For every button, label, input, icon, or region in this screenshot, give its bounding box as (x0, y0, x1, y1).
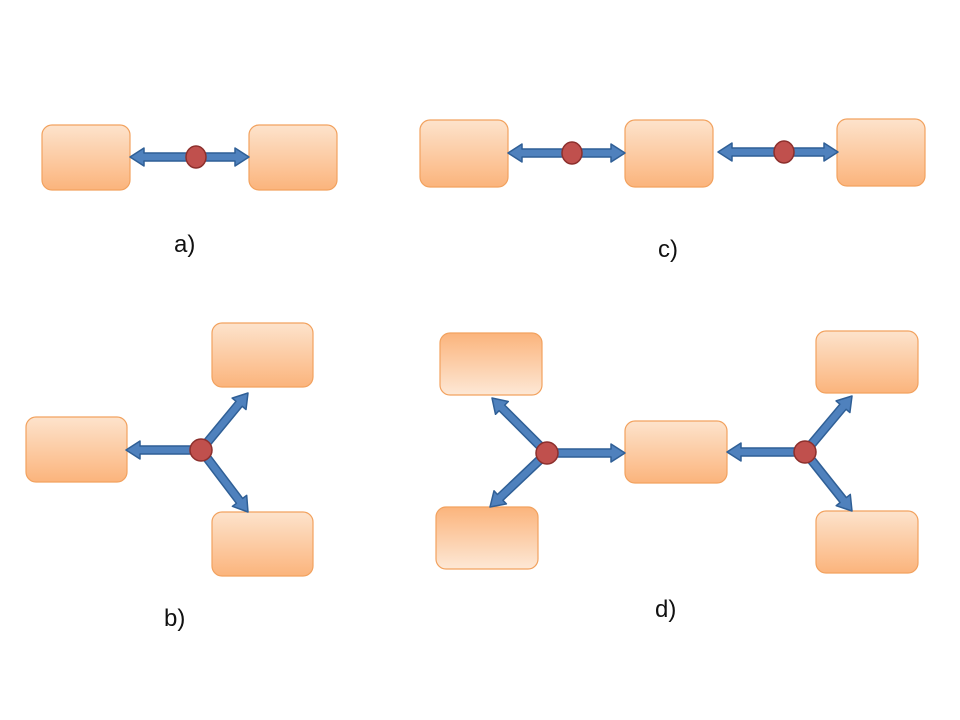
panel-d-box-bottom-left (435, 506, 539, 570)
panel-c-box-left (419, 119, 509, 188)
panel-d-label: d) (655, 596, 677, 623)
panel-c-node-2 (773, 140, 795, 164)
panel-a-box-right (248, 124, 338, 191)
panel-c-label: c) (658, 236, 678, 263)
panel-a-box-left (41, 124, 131, 191)
panel-b-box-bottom (211, 511, 314, 577)
panel-b-label: b) (164, 605, 186, 632)
panel-d-box-center (624, 420, 728, 484)
panel-b-box-left (25, 416, 128, 483)
panel-c-node-1 (561, 141, 583, 165)
panel-d-box-bottom-right (815, 510, 919, 574)
panel-d-node-left (535, 441, 559, 465)
panel-a-node (185, 145, 207, 169)
panel-d-node-right (793, 440, 817, 464)
panel-a-label: a) (174, 231, 196, 258)
panel-c-box-right (836, 118, 926, 187)
panel-d-box-top-left (439, 332, 543, 396)
panel-d-box-top-right (815, 330, 919, 394)
panel-b-box-top (211, 322, 314, 388)
panel-b-node (189, 438, 213, 462)
panel-c-box-middle (624, 119, 714, 188)
